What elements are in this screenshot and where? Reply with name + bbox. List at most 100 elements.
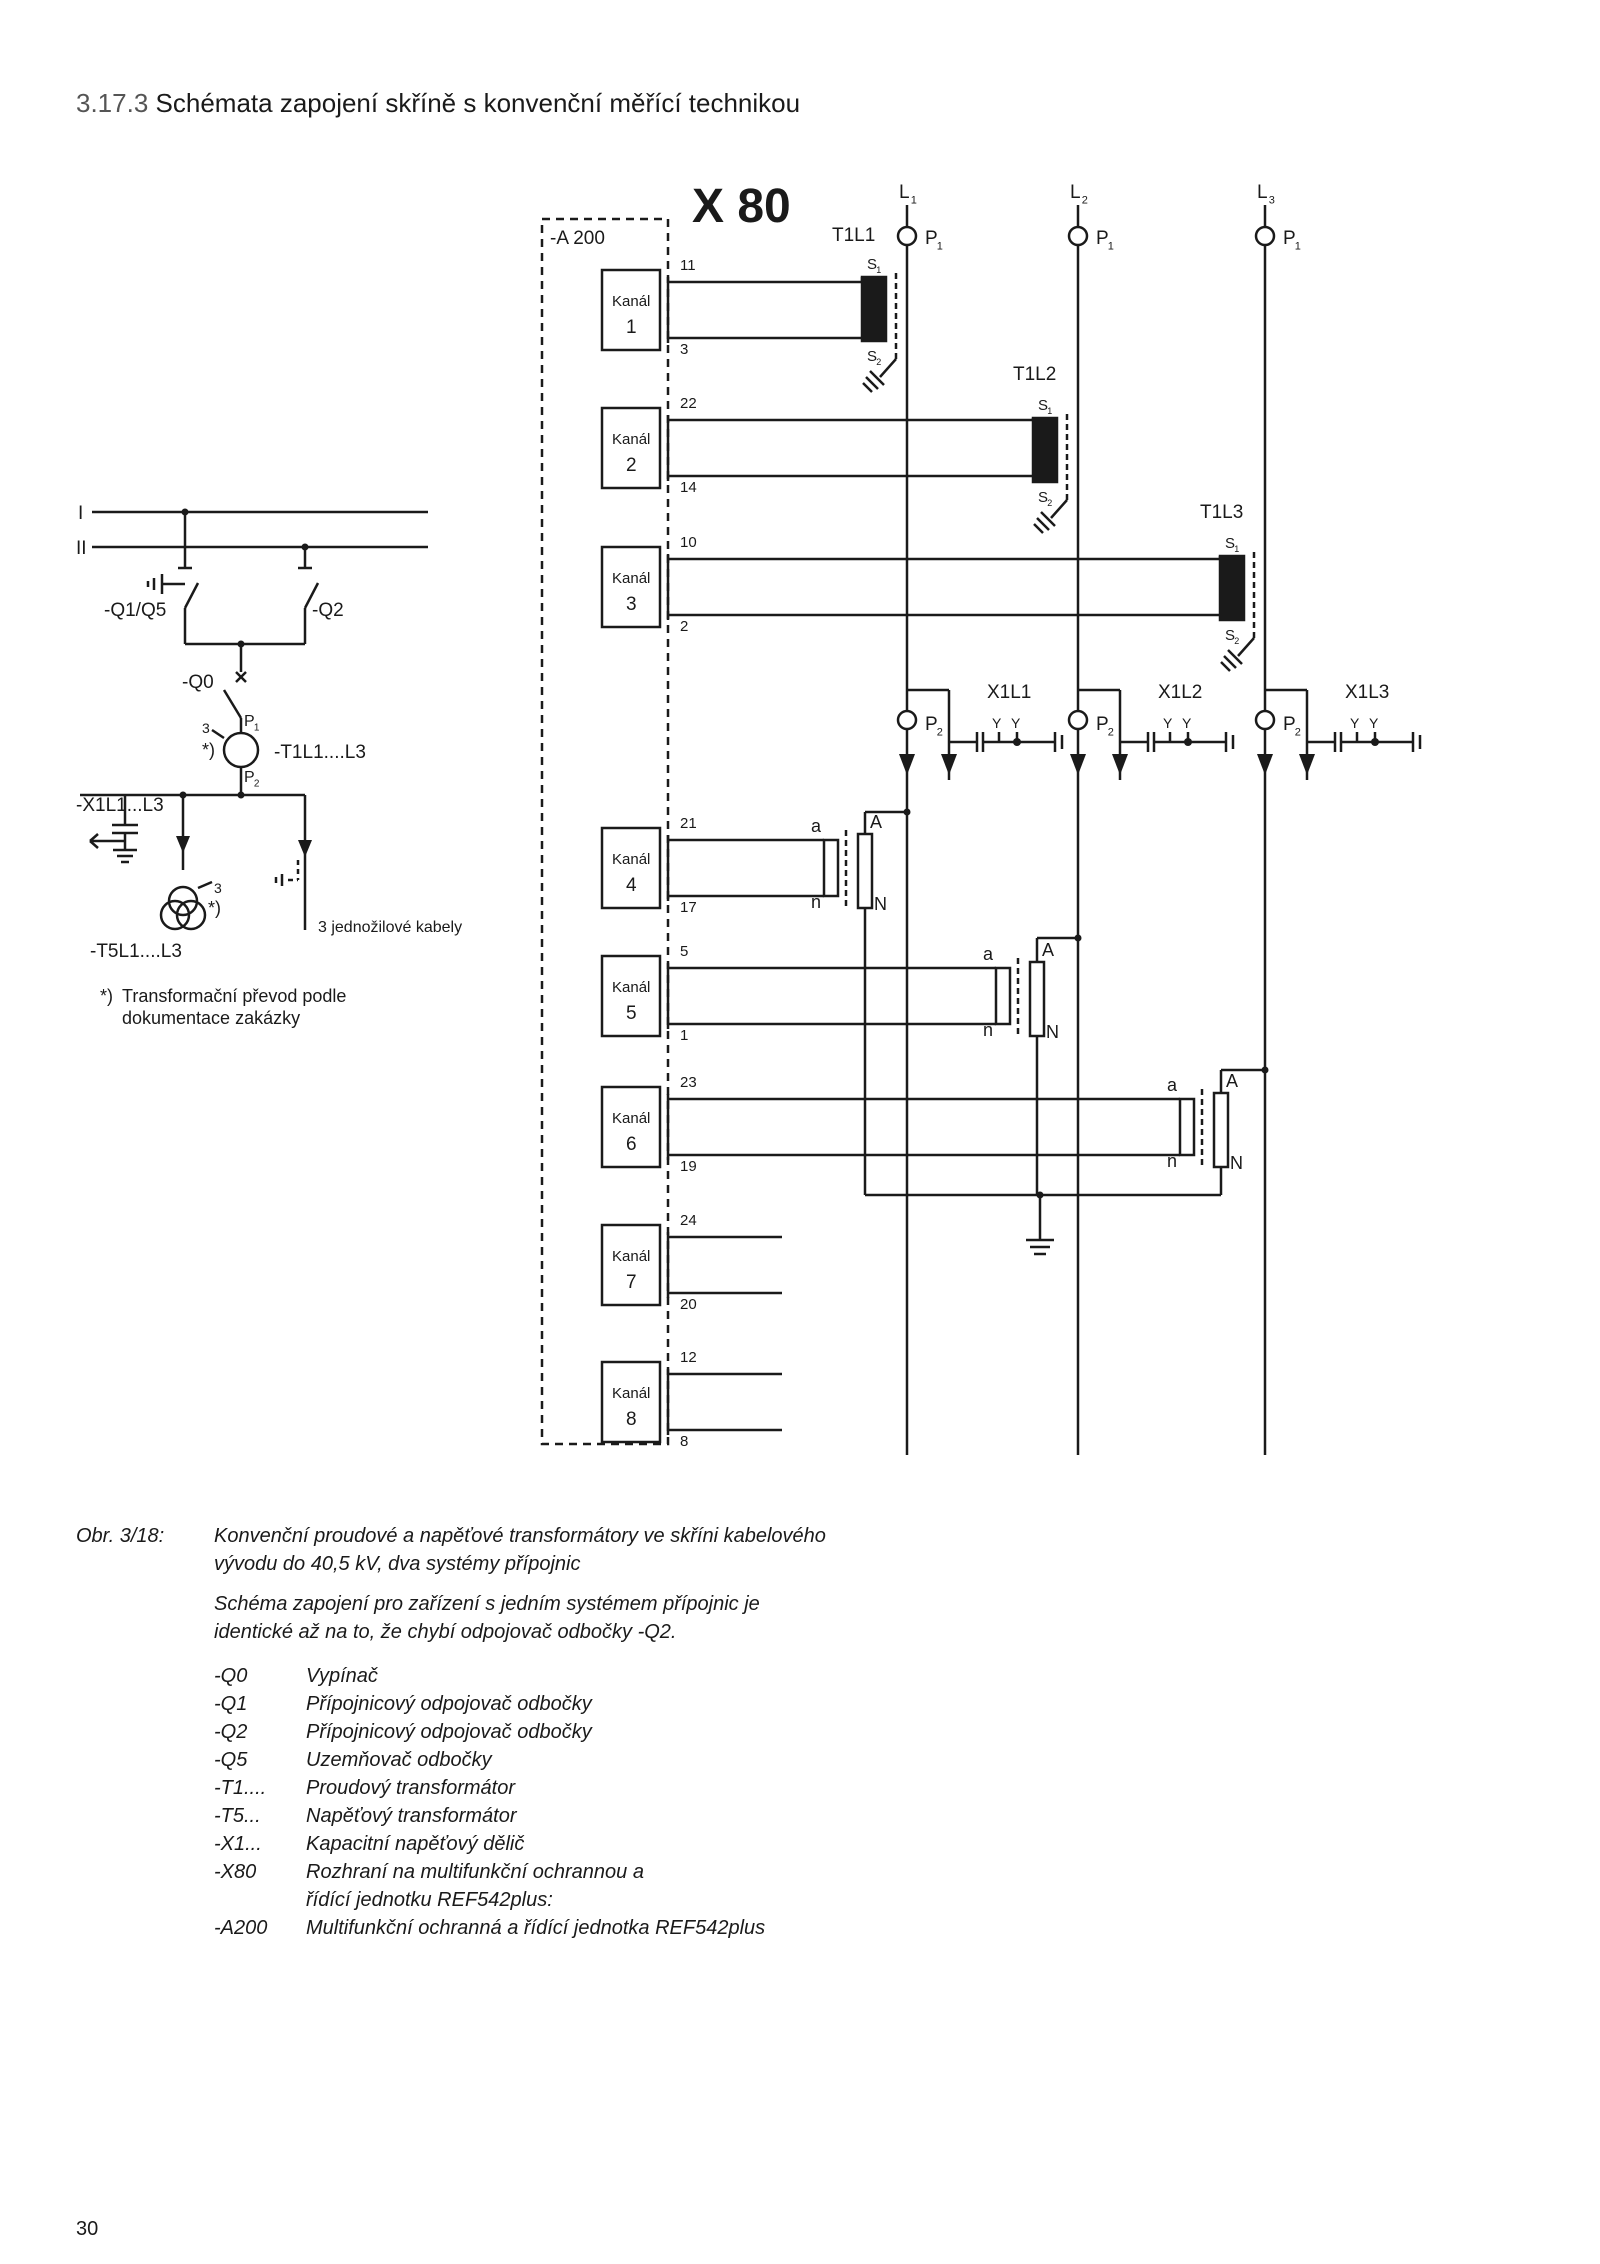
phase-label-3-subscript: 3 (1269, 194, 1275, 206)
ct-label-2: T1L2 (1013, 364, 1056, 385)
vt-a-label: a (811, 816, 822, 836)
top-terminal-label: 12 (680, 1349, 697, 1366)
p2-label-2-letter: P (1096, 714, 1109, 735)
y-label-3: Y (1350, 715, 1360, 731)
phase-2 (668, 205, 1235, 1455)
channel-box (600, 1223, 662, 1307)
vt-tap-node (903, 808, 911, 816)
legend-code: -X80 (214, 1861, 257, 1883)
bottom-terminal-label: 17 (680, 899, 697, 916)
legend-row: -T5...Napěťový transformátor (214, 1802, 974, 1830)
y-label-2: Y (1163, 715, 1173, 731)
divider-arrow (941, 754, 957, 775)
ct-earth-hatch-1 (1227, 649, 1243, 665)
ct-earth-lead (1237, 637, 1255, 657)
q0-breaker-blade (222, 689, 243, 719)
phase-lines (668, 205, 1422, 1455)
legend-code: -X1... (214, 1833, 262, 1855)
s2-label-2-letter: S (1038, 489, 1048, 506)
p2-label-1-subscript: 2 (937, 726, 943, 738)
channel-word-label: Kanál (612, 979, 650, 996)
legend-desc: Uzemňovač odbočky (306, 1749, 492, 1771)
y-label-1: Y (992, 715, 1002, 731)
vt-tap-node (1074, 934, 1082, 942)
legend-desc: Kapacitní napěťový dělič (306, 1833, 525, 1855)
channel-number: 8 (626, 1409, 637, 1430)
p1-label-1-subscript: 1 (937, 240, 943, 252)
sl-p1-label-letter: P (244, 713, 255, 730)
s1-label-2-subscript: 1 (1047, 406, 1052, 416)
ct-star-note: *) (202, 740, 215, 760)
ct-symbol (222, 731, 260, 769)
s2-label-1-letter: S (867, 348, 877, 365)
unit-label: -A 200 (550, 228, 605, 249)
legend-desc: Proudový transformátor (306, 1777, 515, 1799)
legend-code: -Q5 (214, 1749, 248, 1771)
q1q5-label: -Q1/Q5 (104, 600, 166, 621)
s2-label-3-letter: S (1225, 627, 1235, 644)
divider-label-1: X1L1 (987, 682, 1031, 703)
vt-count-label: 3 (214, 880, 222, 896)
legend-row: -T1....Proudový transformátor (214, 1774, 974, 1802)
s1-label-3-subscript: 1 (1234, 544, 1239, 554)
busbar-ii-label: II (76, 538, 87, 559)
divider-arrow (1112, 754, 1128, 775)
s2-label-3-subscript: 2 (1234, 636, 1239, 646)
legend-row: -X1... Kapacitní napěťový dělič (214, 1830, 974, 1858)
ct-earth-hatch-1 (1040, 511, 1056, 527)
footnote-mark: *) (100, 986, 113, 1006)
channel-box (600, 826, 662, 910)
bottom-terminal-label: 14 (680, 479, 697, 496)
footnote-line-2: dokumentace zakázky (122, 1008, 300, 1028)
phase-1 (668, 205, 1064, 1455)
divider-label-2: X1L2 (1158, 682, 1202, 703)
p2-terminal (1067, 709, 1089, 731)
bottom-terminal-label: 19 (680, 1158, 697, 1175)
s1-label-2-letter: S (1038, 397, 1048, 414)
legend-desc: Přípojnicový odpojovač odbočky (306, 1693, 592, 1715)
ct-earth-hatch-2 (865, 376, 879, 390)
cable-arrow (298, 840, 312, 857)
section-heading: 3.17.3 Schémata zapojení skříně s konven… (76, 88, 800, 119)
s1-label-3-letter: S (1225, 535, 1235, 552)
channel-box (600, 1085, 662, 1169)
channel-box (600, 545, 662, 629)
phase-label-3-letter: L (1257, 182, 1268, 203)
a200-unit-box (540, 217, 670, 1446)
caption-label: Obr. 3/18: (76, 1525, 165, 1547)
vt-primary (1028, 960, 1046, 1038)
vt-secondary (1178, 1097, 1196, 1157)
phase-fuse-arrow (1257, 754, 1273, 775)
ct-earth-hatch-2 (1036, 517, 1050, 531)
x1-label: -X1L1...L3 (76, 795, 164, 816)
ct-earth-lead (1050, 499, 1068, 519)
caption-title-line-2: vývodu do 40,5 kV, dva systémy přípojnic (214, 1553, 581, 1575)
s2-label-1-subscript: 2 (876, 357, 881, 367)
vt-upper-a-label: A (1042, 940, 1054, 960)
legend-code: -Q2 (214, 1721, 248, 1743)
s1-label-1-letter: S (867, 256, 877, 273)
ct-earth-hatch-1 (869, 370, 885, 386)
legend-code: -T5... (214, 1805, 261, 1827)
divider-arrow (1299, 754, 1315, 775)
caption-title-line-1: Konvenční proudové a napěťové transformá… (214, 1525, 826, 1547)
legend-code: -Q0 (214, 1665, 248, 1687)
phase-label-1-subscript: 1 (911, 194, 917, 206)
section-title: Schémata zapojení skříně s konvenční měř… (155, 88, 801, 118)
p1-label-1-letter: P (925, 228, 938, 249)
phase-fuse-arrow (899, 754, 915, 775)
bottom-terminal-label: 2 (680, 618, 688, 635)
s2-label-2-subscript: 2 (1047, 498, 1052, 508)
caption-title: Konvenční proudové a napěťové transformá… (214, 1522, 974, 1578)
